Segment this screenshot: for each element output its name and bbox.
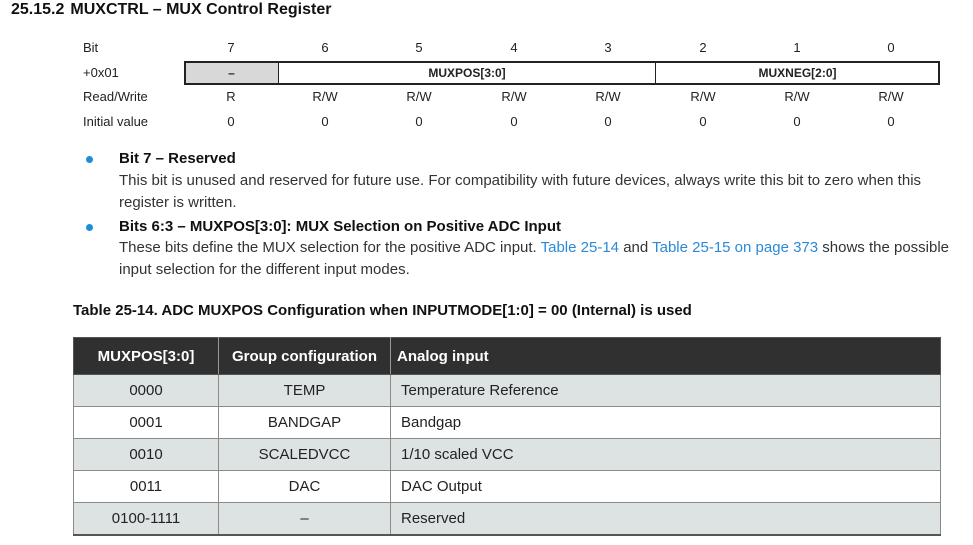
table-row: 0011 DAC DAC Output — [73, 470, 941, 503]
cell-analog-input: 1/10 scaled VCC — [390, 438, 941, 471]
cell-group: TEMP — [218, 374, 391, 407]
access-value: R/W — [784, 89, 810, 104]
bullet-icon — [86, 156, 93, 163]
cell-group: BANDGAP — [218, 406, 391, 439]
cell-group: – — [218, 502, 391, 536]
access-value: R/W — [690, 89, 716, 104]
bullet-body-muxpos: These bits define the MUX selection for … — [119, 237, 949, 281]
register-label-access: Read/Write — [83, 89, 148, 104]
table-header-row: MUXPOS[3:0] Group configuration Analog i… — [73, 337, 941, 375]
cell-group: SCALEDVCC — [218, 438, 391, 471]
section-number: 25.15.2 — [11, 1, 65, 18]
muxpos-config-table: MUXPOS[3:0] Group configuration Analog i… — [73, 337, 941, 536]
table-25-15-link[interactable]: Table 25-15 on page 373 — [652, 239, 819, 256]
bit-number: 5 — [415, 40, 423, 55]
initial-value: 0 — [321, 114, 329, 129]
bit-number: 2 — [699, 40, 707, 55]
table-25-14-link[interactable]: Table 25-14 — [540, 239, 620, 256]
bit-number: 4 — [510, 40, 518, 55]
column-header-muxpos: MUXPOS[3:0] — [73, 337, 219, 375]
initial-value: 0 — [699, 114, 707, 129]
section-title: MUXCTRL – MUX Control Register — [70, 1, 332, 18]
bit-number: 6 — [321, 40, 329, 55]
table-row: 0100-1111 – Reserved — [73, 502, 941, 536]
register-field-muxneg: MUXNEG[2:0] — [655, 62, 940, 84]
access-value: R/W — [406, 89, 432, 104]
initial-value: 0 — [227, 114, 235, 129]
cell-muxpos: 0001 — [73, 406, 219, 439]
bullet-body-text: These bits define the MUX selection for … — [119, 239, 541, 256]
bullet-body-text: shows the possible input selection for t… — [119, 239, 950, 278]
bit-number: 3 — [604, 40, 612, 55]
table-row: 0000 TEMP Temperature Reference — [73, 374, 941, 407]
bullet-body-text: and — [619, 239, 653, 256]
initial-value: 0 — [510, 114, 518, 129]
initial-value: 0 — [793, 114, 801, 129]
initial-value: 0 — [887, 114, 895, 129]
cell-analog-input: Temperature Reference — [390, 374, 941, 407]
access-value: R/W — [595, 89, 621, 104]
bullet-icon — [86, 224, 93, 231]
register-label-offset: +0x01 — [83, 65, 119, 80]
cell-group: DAC — [218, 470, 391, 503]
register-field-muxpos: MUXPOS[3:0] — [278, 62, 656, 84]
cell-muxpos: 0100-1111 — [73, 502, 219, 536]
register-label-bit: Bit — [83, 40, 99, 55]
access-value: R/W — [878, 89, 904, 104]
bullet-body-reserved: This bit is unused and reserved for futu… — [119, 172, 922, 211]
section-heading: 25.15.2 MUXCTRL – MUX Control Register — [11, 1, 331, 19]
bullet-heading-muxpos: Bits 6:3 – MUXPOS[3:0]: MUX Selection on… — [119, 218, 562, 235]
access-value: R/W — [312, 89, 338, 104]
cell-analog-input: Bandgap — [390, 406, 941, 439]
cell-muxpos: 0011 — [73, 470, 219, 503]
cell-analog-input: DAC Output — [390, 470, 941, 503]
table-row: 0001 BANDGAP Bandgap — [73, 406, 941, 439]
table-caption: Table 25-14. ADC MUXPOS Configuration wh… — [73, 302, 692, 319]
bullet-heading-reserved: Bit 7 – Reserved — [119, 150, 236, 167]
table-row: 0010 SCALEDVCC 1/10 scaled VCC — [73, 438, 941, 471]
initial-value: 0 — [415, 114, 423, 129]
access-value: R — [226, 89, 236, 104]
register-field-reserved: – — [184, 62, 279, 84]
initial-value: 0 — [604, 114, 612, 129]
cell-analog-input: Reserved — [390, 502, 941, 536]
cell-muxpos: 0000 — [73, 374, 219, 407]
bit-number: 1 — [793, 40, 801, 55]
cell-muxpos: 0010 — [73, 438, 219, 471]
register-label-initial: Initial value — [83, 114, 149, 129]
bit-number: 0 — [887, 40, 895, 55]
column-header-analog-input: Analog input — [390, 337, 941, 375]
access-value: R/W — [501, 89, 527, 104]
bit-number: 7 — [227, 40, 235, 55]
column-header-group: Group configuration — [218, 337, 391, 375]
